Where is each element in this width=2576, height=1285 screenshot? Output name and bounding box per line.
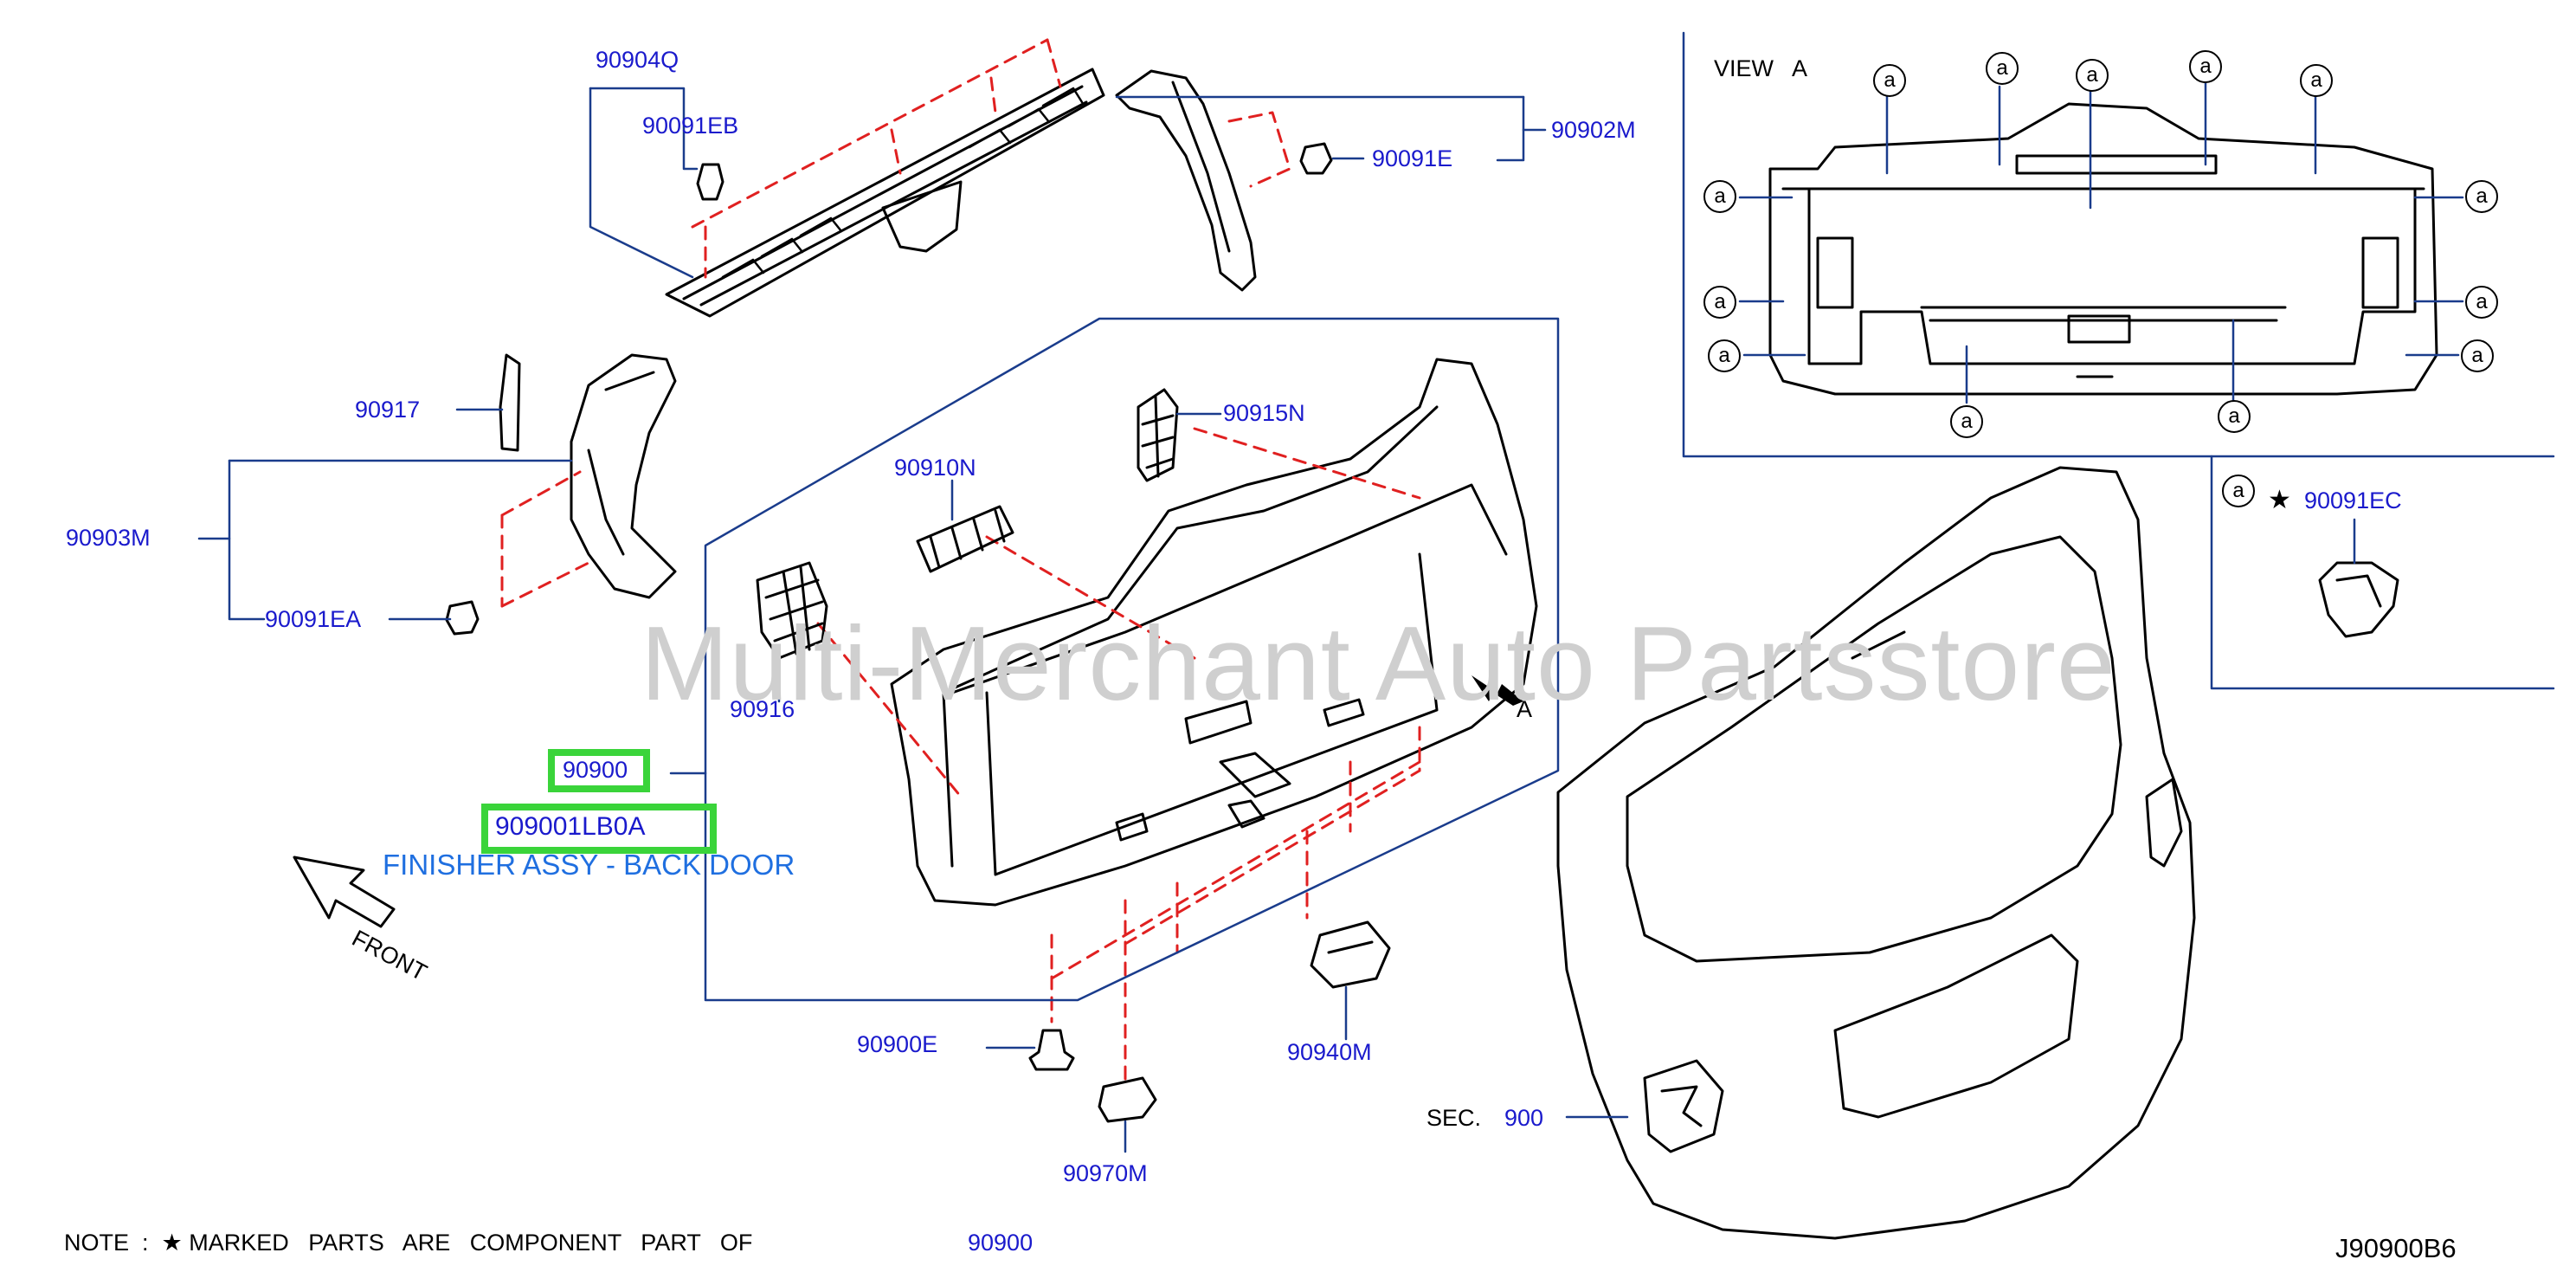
label-90915N[interactable]: 90915N (1223, 400, 1305, 426)
highlight-description: FINISHER ASSY - BACK DOOR (383, 849, 795, 881)
part-90904Q-panel (665, 68, 1105, 318)
diagram-code: J90900B6 (2335, 1233, 2457, 1263)
watermark: Multi-Merchant Auto Partsstore (641, 604, 2116, 722)
view-a-marker: a (2076, 59, 2109, 92)
part-90902M-pillar (1115, 69, 1257, 292)
label-90091E[interactable]: 90091E (1372, 145, 1453, 171)
part-90915N-grille (1137, 388, 1179, 482)
label-sec: SEC. (1426, 1105, 1482, 1131)
label-90091EC[interactable]: 90091EC (2304, 488, 2402, 513)
view-a-marker: a (1950, 405, 1983, 438)
view-a-marker: a (1873, 64, 1906, 97)
label-90917[interactable]: 90917 (355, 397, 421, 423)
label-arrow-a: A (1517, 696, 1533, 722)
label-90910N[interactable]: 90910N (894, 455, 976, 481)
clip-90091E (1299, 142, 1333, 175)
view-a-marker: a (2189, 50, 2222, 83)
label-90904Q[interactable]: 90904Q (596, 47, 679, 73)
label-90940M[interactable]: 90940M (1287, 1039, 1372, 1065)
part-90916-grille (756, 561, 828, 660)
view-a-marker: a (2300, 64, 2333, 97)
label-90970M[interactable]: 90970M (1063, 1160, 1148, 1186)
label-90916[interactable]: 90916 (730, 696, 795, 722)
view-a-marker: a (2465, 286, 2498, 319)
front-arrow (293, 856, 396, 928)
clip-90091EA (445, 600, 480, 636)
label-90903M[interactable]: 90903M (66, 525, 151, 551)
view-a-finisher (1768, 102, 2438, 396)
label-90900E[interactable]: 90900E (857, 1031, 938, 1057)
part-90903M-side-trim (570, 353, 677, 599)
clip-90091EC (2318, 561, 2399, 638)
part-90940M-lamp (1310, 920, 1391, 989)
label-90091EB[interactable]: 90091EB (642, 113, 739, 139)
view-a-marker: a (1703, 286, 1736, 319)
part-90900-finisher (890, 358, 1538, 907)
part-90910N-grille (916, 505, 1014, 573)
view-a-marker: a (2465, 180, 2498, 213)
note-part-number[interactable]: 90900 (968, 1230, 1034, 1256)
view-a-legend-marker: a (2222, 475, 2255, 507)
highlight-oem-number-box (481, 804, 717, 854)
part-90900E-pin (1028, 1029, 1075, 1071)
part-90917-strip (499, 353, 521, 452)
legend-star: ★ (2268, 486, 2291, 514)
view-arrow-a (1472, 675, 1523, 706)
label-90902M[interactable]: 90902M (1551, 117, 1636, 143)
part-90970M-clip (1098, 1076, 1157, 1123)
view-a-marker: a (1986, 52, 2019, 85)
highlight-oem-number[interactable]: 909001LB0A (495, 812, 646, 841)
view-a-title: VIEW A (1714, 55, 1808, 81)
view-a-marker: a (1708, 339, 1741, 372)
highlight-part-number[interactable]: 90900 (563, 757, 628, 783)
clip-90091EB (696, 163, 724, 201)
view-a-marker: a (2218, 400, 2251, 433)
highlight-part-number-box (548, 749, 650, 792)
label-90091EA[interactable]: 90091EA (265, 606, 362, 632)
view-a-marker: a (1703, 180, 1736, 213)
view-a-marker: a (2461, 339, 2494, 372)
note-text: NOTE : ★ MARKED PARTS ARE COMPONENT PART… (64, 1230, 753, 1256)
back-door-outline (1556, 466, 2196, 1240)
label-sec-900[interactable]: 900 (1504, 1105, 1544, 1131)
